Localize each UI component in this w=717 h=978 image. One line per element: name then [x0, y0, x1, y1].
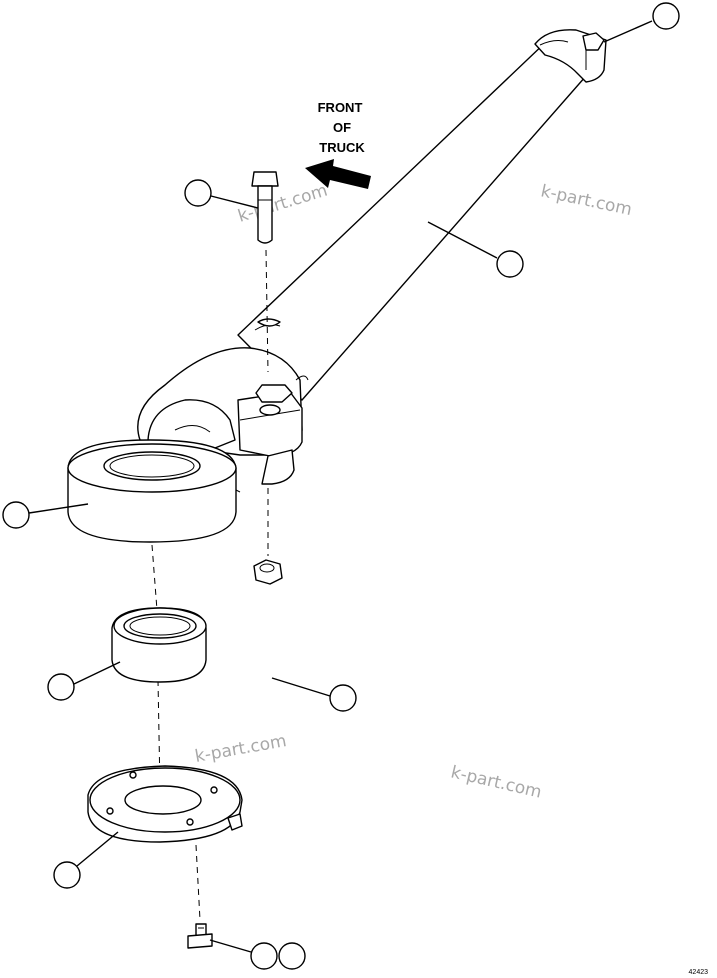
- bolt-upper: [251, 171, 279, 244]
- watermark-3: k-part.com: [193, 731, 288, 767]
- bolt-path-dashed: [265, 249, 269, 373]
- callout-2: [184, 179, 259, 209]
- callout-8: [209, 939, 278, 970]
- cap-screw: [187, 923, 213, 949]
- figure-number: 42423: [689, 969, 709, 976]
- callout-4: [2, 501, 89, 529]
- callout-5: [47, 661, 121, 701]
- direction-arrow-icon: [305, 159, 371, 189]
- callout-1: [603, 2, 680, 43]
- callout-3: [427, 221, 524, 278]
- front-of-truck-label: FRONT OF TRUCK: [318, 100, 366, 155]
- watermark-1: k-part.com: [236, 181, 330, 227]
- callout-7: [53, 831, 119, 889]
- top-end-clamp: [534, 29, 607, 83]
- svg-text:FRONT: FRONT: [318, 100, 363, 115]
- outer-ring: [67, 439, 241, 543]
- callout-9: [278, 942, 306, 970]
- pivot-head-housing: [137, 347, 309, 485]
- retainer-plate: [87, 765, 243, 843]
- axle-tube: [237, 39, 601, 401]
- watermark-2: k-part.com: [539, 181, 634, 220]
- watermark-4: k-part.com: [449, 762, 544, 802]
- center-line-dashed: [151, 544, 158, 611]
- bearing: [111, 607, 207, 683]
- svg-text:TRUCK: TRUCK: [319, 140, 365, 155]
- callout-6: [271, 677, 357, 712]
- svg-text:OF: OF: [333, 120, 351, 135]
- nut: [253, 559, 283, 585]
- screw-path-dashed: [195, 844, 201, 921]
